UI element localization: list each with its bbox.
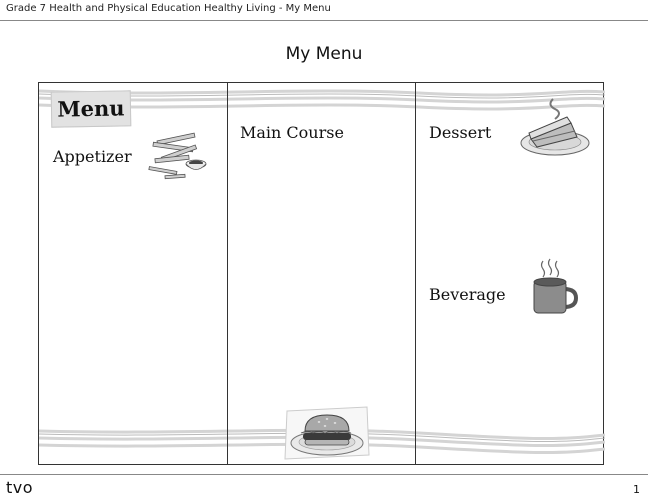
pie-slice-icon [520,98,590,156]
menu-badge-label: Menu [57,95,125,122]
beverage-label: Beverage [429,285,506,304]
burger-plate-icon [284,406,370,460]
header-rule [0,20,648,21]
page-number: 1 [633,483,640,496]
column-divider-right [415,83,416,464]
footer-rule [0,474,648,475]
hot-mug-icon [533,258,579,314]
menu-frame: Menu Appetizer Main Course Dessert Bever… [38,82,605,465]
document-header: Grade 7 Health and Physical Education He… [6,3,331,14]
dessert-label: Dessert [429,123,492,142]
menu-badge: Menu [50,90,132,128]
page-title: My Menu [285,44,363,64]
main-course-label: Main Course [240,123,344,142]
fries-with-dip-icon [148,132,207,180]
stripe-decoration [39,89,605,455]
brand-logo: tvo [6,478,34,497]
appetizer-label: Appetizer [53,147,132,166]
column-divider-left [227,83,228,464]
